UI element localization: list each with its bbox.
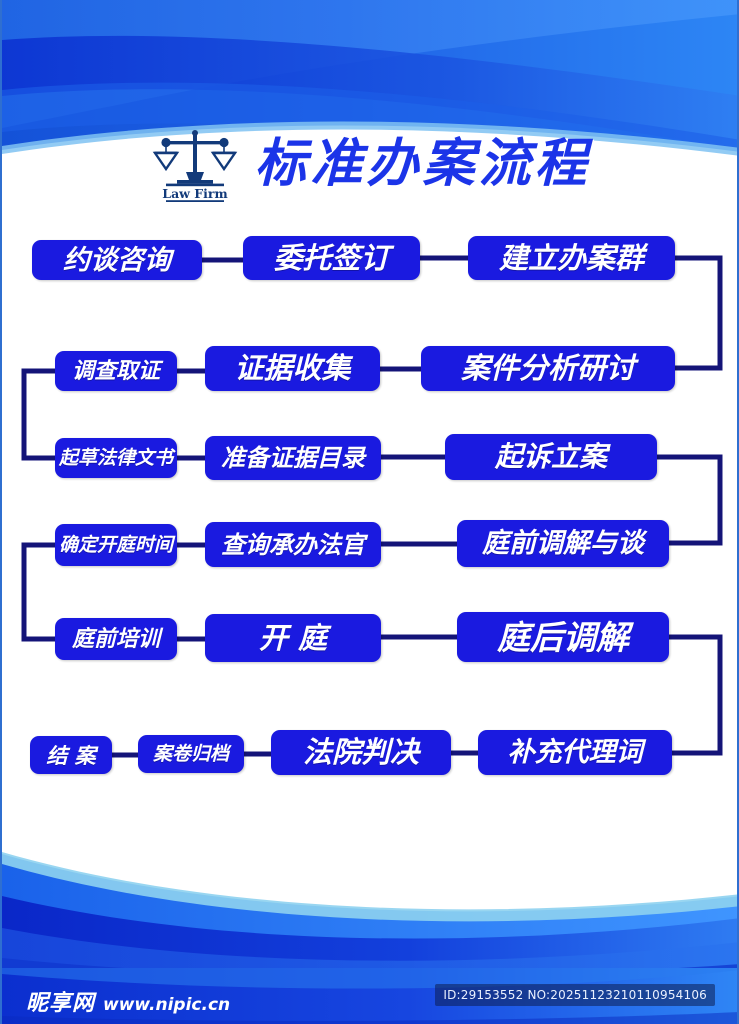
poster-header: Law Firm 标准办案流程 bbox=[2, 122, 737, 206]
flow-node[interactable]: 调查取证 bbox=[55, 351, 177, 391]
flow-node[interactable]: 查询承办法官 bbox=[205, 522, 381, 567]
page-title: 标准办案流程 bbox=[254, 133, 591, 194]
flow-connectors bbox=[21, 255, 723, 758]
flow-node[interactable]: 开 庭 bbox=[205, 614, 381, 662]
flow-node[interactable]: 建立办案群 bbox=[468, 236, 675, 280]
brand-mark-label: 昵享网 bbox=[26, 991, 96, 1016]
flow-node[interactable]: 庭后调解 bbox=[457, 612, 669, 662]
flow-node[interactable]: 起草法律文书 bbox=[55, 438, 177, 478]
asset-id-badge: ID:29153552 NO:20251123210110954106 bbox=[435, 984, 715, 1006]
flow-node[interactable]: 法院判决 bbox=[271, 730, 451, 775]
site-brand[interactable]: 昵享网 www.nipic.cn bbox=[26, 985, 230, 1017]
bottom-wave-decoration bbox=[2, 852, 737, 980]
svg-text:Law Firm: Law Firm bbox=[163, 186, 228, 201]
flow-node[interactable]: 起诉立案 bbox=[445, 434, 657, 480]
brand-url-label[interactable]: www.nipic.cn bbox=[103, 995, 231, 1015]
flow-node[interactable]: 结 案 bbox=[30, 736, 112, 774]
process-flowchart: 约谈咨询 委托签订 建立办案群调查取证证据收集案件分析研讨起草法律文书准备证据目录 起… bbox=[2, 236, 737, 806]
flow-node[interactable]: 案件分析研讨 bbox=[421, 346, 675, 391]
footer-band bbox=[2, 968, 737, 1024]
flow-node[interactable]: 准备证据目录 bbox=[205, 436, 381, 480]
flow-node[interactable]: 庭前培训 bbox=[55, 618, 177, 660]
flow-node[interactable]: 补充代理词 bbox=[478, 730, 672, 775]
flow-node[interactable]: 案卷归档 bbox=[138, 735, 244, 773]
flow-node[interactable]: 约谈咨询 bbox=[32, 240, 202, 280]
flow-node[interactable]: 确定开庭时间 bbox=[55, 524, 177, 566]
flow-node[interactable]: 委托签订 bbox=[243, 236, 420, 280]
scales-of-justice-icon: Law Firm bbox=[153, 130, 238, 202]
flow-node[interactable]: 证据收集 bbox=[205, 346, 380, 391]
flow-node[interactable]: 庭前调解与谈 bbox=[457, 520, 669, 567]
